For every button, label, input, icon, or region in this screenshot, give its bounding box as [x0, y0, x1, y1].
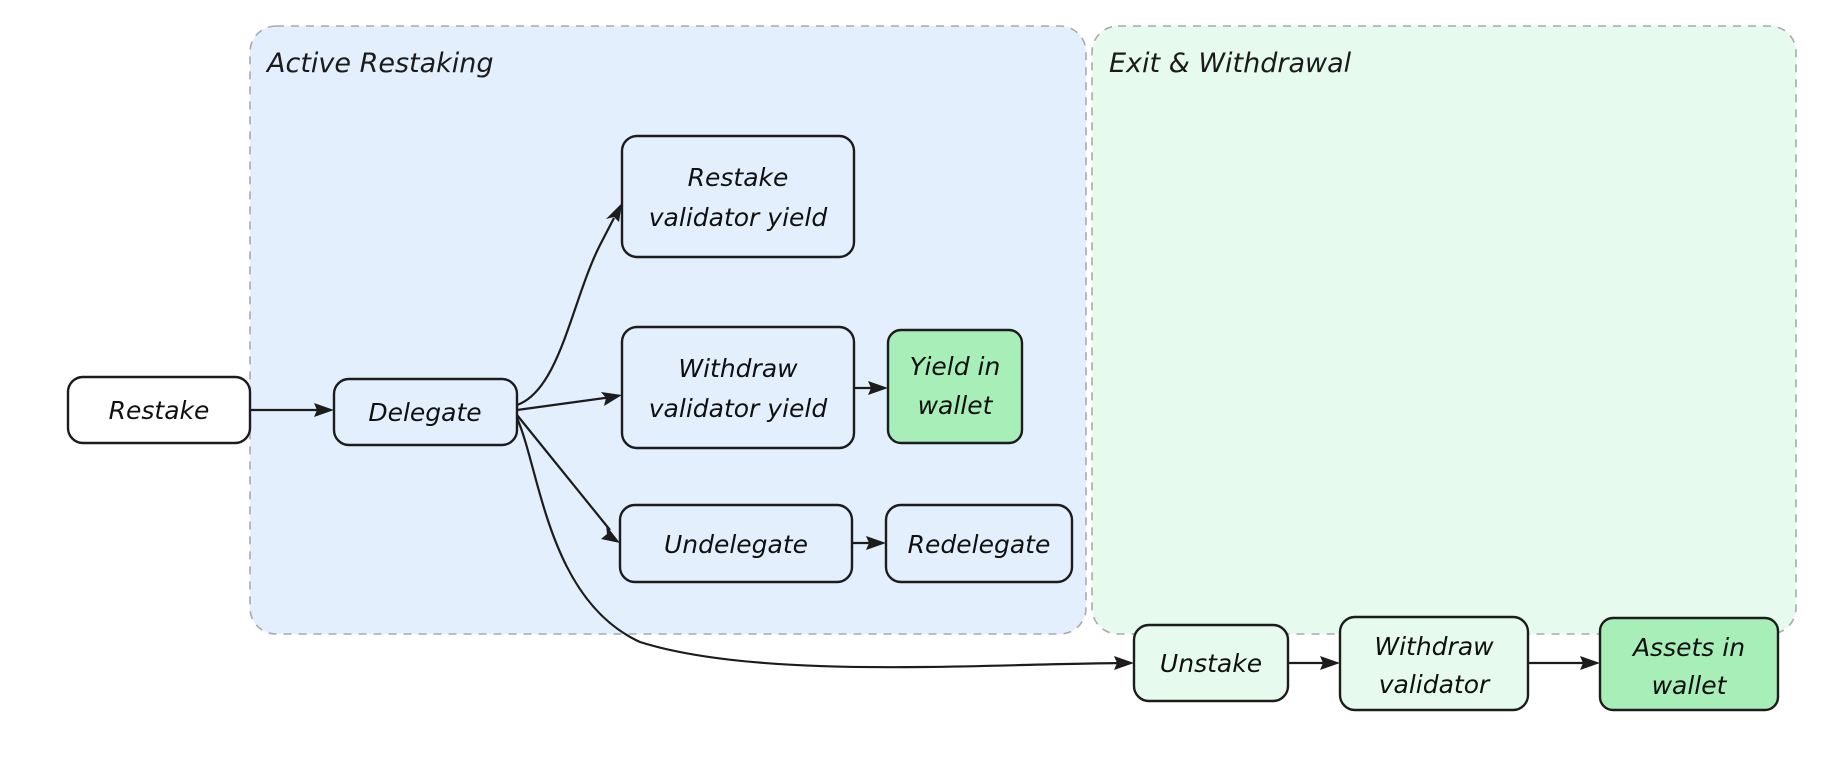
cluster-exit-withdrawal-rect [1091, 25, 1797, 635]
node-assets-in-wallet-label-line-1: Assets in [1631, 633, 1745, 662]
cluster-exit-withdrawal-label: Exit & Withdrawal [1109, 48, 1352, 79]
edge-withdraw-yield-to-yield-wallet [854, 381, 888, 395]
node-restake-validator-yield-rect[interactable] [620, 134, 856, 259]
node-withdraw-validator-label-line-1: Withdraw [1374, 632, 1494, 661]
node-unstake-rect[interactable] [1132, 623, 1290, 703]
edge-undelegate-to-redelegate [852, 536, 886, 550]
node-yield-in-wallet-rect[interactable] [886, 328, 1024, 445]
node-unstake-label-line-1: Unstake [1160, 649, 1262, 678]
node-yield-in-wallet[interactable]: Yield in wallet [886, 328, 1024, 445]
edge-delegate-to-restake-yield-path [516, 217, 615, 407]
edge-withdraw-validator-to-assets-wallet-arrowhead [1580, 656, 1600, 670]
node-delegate[interactable]: Delegate [332, 377, 519, 447]
edge-delegate-to-unstake [515, 417, 1134, 670]
node-withdraw-validator-yield[interactable]: Withdraw validator yield [620, 325, 856, 450]
node-delegate-label-line-1: Delegate [368, 398, 481, 427]
edge-restake-to-delegate-arrowhead [314, 403, 334, 417]
edge-delegate-to-unstake-path [515, 417, 1125, 669]
node-restake-validator-yield-label-line-1: Restake [688, 163, 789, 192]
node-yield-in-wallet-label-line-2: wallet [918, 391, 994, 420]
node-restake-rect[interactable] [66, 375, 252, 445]
node-unstake[interactable]: Unstake [1132, 623, 1290, 703]
edge-delegate-to-withdraw-yield [516, 392, 622, 412]
node-withdraw-validator[interactable]: Withdraw validator [1338, 615, 1530, 712]
edge-delegate-to-undelegate-path [516, 414, 611, 531]
node-restake-validator-yield[interactable]: Restake validator yield [620, 134, 856, 259]
node-undelegate-rect[interactable] [618, 503, 854, 584]
edge-restake-to-delegate [250, 403, 334, 417]
edge-delegate-to-withdraw-yield-arrowhead [601, 392, 622, 406]
edge-delegate-to-restake-yield-arrowhead [606, 203, 622, 222]
node-undelegate-label-line-1: Undelegate [664, 530, 808, 559]
cluster-exit-withdrawal: Exit & Withdrawal [1091, 25, 1797, 635]
node-undelegate[interactable]: Undelegate [618, 503, 854, 584]
node-redelegate[interactable]: Redelegate [884, 503, 1074, 584]
cluster-active-restaking-label: Active Restaking [265, 48, 494, 79]
edge-delegate-to-undelegate-arrowhead [601, 525, 620, 543]
edge-undelegate-to-redelegate-arrowhead [866, 536, 886, 550]
node-withdraw-validator-yield-label-line-1: Withdraw [678, 354, 798, 383]
edge-layer [250, 203, 1600, 670]
node-assets-in-wallet-rect[interactable] [1598, 616, 1780, 712]
edge-withdraw-validator-to-assets-wallet [1528, 656, 1600, 670]
edge-unstake-to-withdraw-validator [1288, 656, 1340, 670]
node-assets-in-wallet[interactable]: Assets in wallet [1598, 616, 1780, 712]
node-restake[interactable]: Restake [66, 375, 252, 445]
edge-delegate-to-unstake-arrowhead [1114, 656, 1134, 670]
node-layer: Restake Delegate Restake validator yield… [66, 134, 1780, 712]
node-redelegate-label-line-1: Redelegate [908, 530, 1051, 559]
edge-unstake-to-withdraw-validator-arrowhead [1320, 656, 1340, 670]
node-yield-in-wallet-label-line-1: Yield in [910, 352, 1001, 381]
node-withdraw-validator-rect[interactable] [1338, 615, 1530, 712]
node-redelegate-rect[interactable] [884, 503, 1074, 584]
node-withdraw-validator-label-line-2: validator [1379, 670, 1491, 699]
node-restake-label-line-1: Restake [109, 396, 210, 425]
edge-delegate-to-withdraw-yield-path [516, 395, 613, 412]
edge-delegate-to-restake-yield [516, 203, 622, 407]
node-restake-validator-yield-label-line-2: validator yield [649, 203, 828, 232]
node-delegate-rect[interactable] [332, 377, 519, 447]
edge-delegate-to-undelegate [516, 414, 620, 543]
edge-withdraw-yield-to-yield-wallet-arrowhead [868, 381, 888, 395]
node-withdraw-validator-yield-label-line-2: validator yield [649, 394, 828, 423]
node-assets-in-wallet-label-line-2: wallet [1652, 671, 1728, 700]
node-withdraw-validator-yield-rect[interactable] [620, 325, 856, 450]
